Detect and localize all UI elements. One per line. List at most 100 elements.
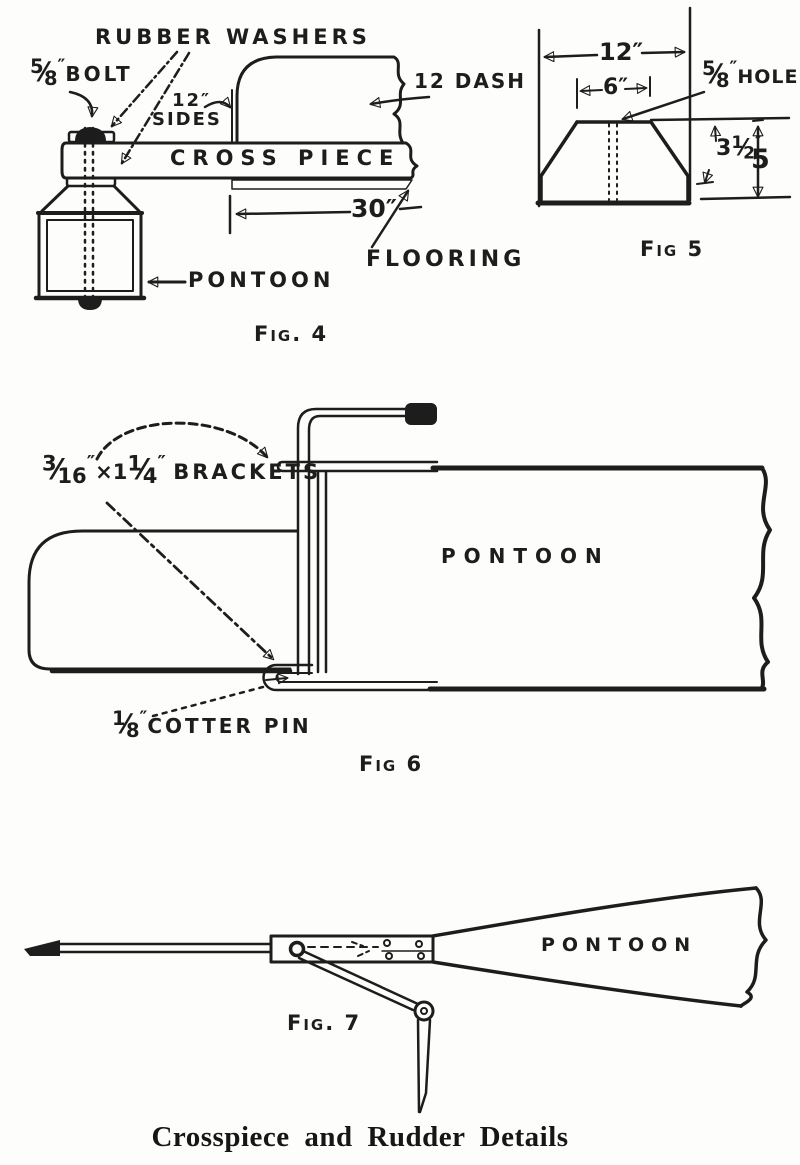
fraction-numerator: 1 <box>731 133 744 154</box>
fig4-bolt-leader-arrow <box>68 90 99 118</box>
fig7-drawing <box>24 886 768 1114</box>
fig7-pontoon-top-edge <box>431 886 758 938</box>
fig7-pontoon-label: PONTOON <box>541 934 698 956</box>
fraction-denominator: 8 <box>125 718 140 742</box>
fig5-dim12-arrow-right <box>640 46 686 58</box>
fig4-cross-piece-label: CROSS PIECE <box>170 146 401 170</box>
fig5-caption: Fig 5 <box>640 237 705 261</box>
fig6-brackets-arc-leader <box>95 421 269 461</box>
fig7-tiller-rod-tip <box>24 940 60 956</box>
fig5-dim12-arrow-left <box>543 51 599 63</box>
fraction-numerator: 5 <box>30 55 44 79</box>
fig4-drawing <box>33 50 431 310</box>
fig7-tiller-rod <box>58 942 273 954</box>
fig6-pontoon-torn-edge <box>752 466 772 690</box>
inch-mark: ″ <box>86 451 96 474</box>
fig6-rudder-post-inner <box>307 414 409 676</box>
page-caption: Crosspiece and Rudder Details <box>151 1121 569 1153</box>
fig5-dim5-top-tick <box>752 119 764 122</box>
times-sign: × <box>95 460 113 484</box>
fraction-denominator: 4 <box>142 463 158 489</box>
fig4-lower-washer <box>65 176 117 188</box>
fig6-bottom-bracket-outer <box>262 663 439 692</box>
fig4-bolt-word: BOLT <box>65 62 133 86</box>
fig4-funnel-right <box>112 184 141 213</box>
inch-mark: ″ <box>755 132 762 151</box>
fig5-dim6-arrow-left <box>579 85 603 97</box>
fig6-brackets-label: 3⁄16″×11⁄4″ BRACKETS <box>42 450 322 489</box>
fig7-plate-marks <box>351 941 370 957</box>
fig5-dim6-ticks <box>576 76 651 109</box>
fraction-numerator: 1 <box>112 707 126 731</box>
fig4-bolt-nut <box>78 298 102 310</box>
fig7-rivet-hole-1 <box>383 939 391 947</box>
fig7-pivot-outer <box>413 1000 435 1022</box>
fig4-bolt-head <box>75 127 106 141</box>
fig4-flooring-label: FLOORING <box>366 247 526 272</box>
fig6-top-bracket-strip <box>276 460 439 473</box>
fig4-sides-leader-arrow <box>203 96 232 109</box>
fig4-dash-label: 12 DASH <box>414 69 527 93</box>
fraction-denominator: 2 <box>743 143 756 164</box>
fig4-pontoon-box-walls <box>37 211 143 299</box>
fig6-brackets-diagonal-leader <box>105 501 275 661</box>
fig7-rudder-post <box>416 1018 432 1114</box>
fraction-denominator: 16 <box>57 463 87 489</box>
dimension-whole: 1 <box>112 460 128 484</box>
inch-mark: ″ <box>57 56 66 77</box>
fig5-hole-leader-arrow <box>621 90 706 122</box>
fig5-dim3half-tick <box>696 181 714 185</box>
fig7-pontoon-bottom-edge <box>431 960 743 1008</box>
fig7-rivet-hole-3 <box>415 940 423 948</box>
fig6-pontoon-label: PONTOON <box>441 544 610 568</box>
fraction-numerator: 1 <box>127 450 143 476</box>
inch-mark: ″ <box>729 58 738 79</box>
fig4-sides-label: 12″ SIDES <box>152 91 222 130</box>
fig4-cross-piece-bar <box>60 141 419 180</box>
fig4-pontoon-label: PONTOON <box>188 268 335 292</box>
fig5-hole-centerline <box>608 123 618 201</box>
inch-mark: ″ <box>157 451 166 474</box>
fig5-hole-fraction: 5⁄8″ <box>702 58 738 92</box>
fig4-width-dimension: 30″ <box>351 194 397 223</box>
fig4-dim30-line-left <box>235 208 352 220</box>
fig7-pontoon-torn-edge <box>739 886 768 1008</box>
fig5-dim3half-arrow-down <box>702 169 714 184</box>
fig5-hole-label: 5⁄8″HOLE <box>702 58 799 92</box>
fig6-bracket-fraction-1: 3⁄16″ <box>42 450 96 489</box>
fig6-bracket-word: BRACKETS <box>173 460 322 484</box>
fraction-slash: ⁄ <box>41 58 46 88</box>
fig4-side-board <box>235 55 406 145</box>
fig4-rubber-washer-leader-2 <box>120 51 191 165</box>
fig6-cotter-dotted-leader <box>151 685 265 718</box>
fig6-cotter-pin-label: 1⁄8″COTTER PIN <box>112 707 312 742</box>
fraction-denominator: 8 <box>715 68 730 92</box>
fraction-numerator: 3 <box>42 450 57 476</box>
dimension-whole: 3 <box>716 136 732 161</box>
fig4-sides-word: SIDES <box>152 108 222 130</box>
fig6-rudder-outline <box>27 529 299 671</box>
fig4-pontoon-box-inner <box>46 219 134 292</box>
fig5-drawing <box>535 6 792 208</box>
fig6-cotter-pin-arrow <box>265 673 289 685</box>
fig4-bolt-fraction: 5⁄8″ <box>30 55 66 89</box>
fig6-drawing <box>27 403 772 718</box>
fig5-dim3half-arrow-up <box>710 125 722 142</box>
fraction-slash: ⁄ <box>140 453 145 486</box>
fig7-pivot-hole <box>288 940 306 958</box>
fig5-block-height-dimension: 31⁄2″ <box>716 132 762 164</box>
fig6-bracket-fraction-2: 1⁄4″ <box>127 450 166 489</box>
fig4-upper-washer <box>67 130 116 144</box>
fig5-top-width-dimension: 6″ <box>603 75 629 100</box>
fig5-block-left <box>539 120 579 204</box>
fig6-pontoon-stem <box>316 470 328 674</box>
fig5-height-fraction: 1⁄2″ <box>731 132 762 164</box>
fig6-rudder-post-outer <box>296 407 409 676</box>
inch-mark: ″ <box>139 708 148 729</box>
fig6-cotter-fraction: 1⁄8″ <box>112 707 148 742</box>
fig5-bottom-reference-line <box>699 195 792 201</box>
fraction-slash: ⁄ <box>123 710 128 740</box>
fig4-rubber-washer-leader-1 <box>110 50 179 128</box>
